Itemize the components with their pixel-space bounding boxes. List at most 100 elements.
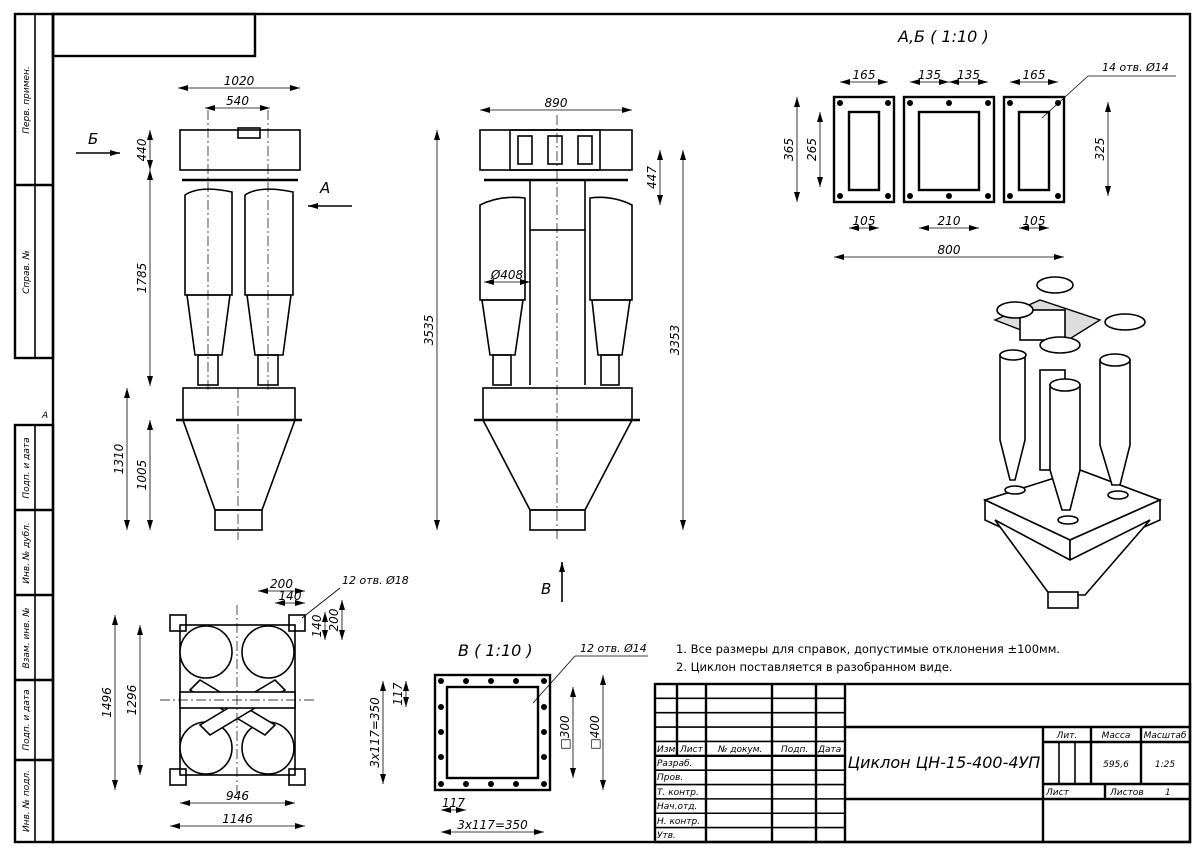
dimension-label: 117 — [442, 796, 465, 810]
bolt-hole — [985, 193, 991, 199]
margin-label: Инв. № дубл. — [22, 522, 32, 584]
dimension-label: 325 — [1093, 138, 1107, 161]
tb-sheet-label: Лист — [1045, 788, 1070, 798]
drawing-title: Циклон ЦН-15-400-4УП — [848, 753, 1041, 772]
tb-scale-label: Масштаб — [1144, 731, 1187, 741]
bolt-hole — [541, 781, 547, 787]
margin-label: Инв. № подл. — [22, 770, 32, 832]
bolt-hole — [513, 781, 519, 787]
tb-header-izm: Изм — [657, 745, 676, 755]
dimension-label: 1785 — [135, 263, 149, 294]
dimension-label: 265 — [805, 138, 819, 161]
tb-header-sign: Подп. — [781, 745, 808, 755]
bolt-hole — [438, 704, 444, 710]
flange-view-v-holes-note: 12 отв. Ø14 — [580, 642, 647, 655]
dimension-label: 1146 — [222, 812, 253, 826]
dimension-label: 3x117=350 — [457, 818, 528, 832]
dimension-label: 3353 — [668, 325, 682, 356]
bolt-hole — [488, 781, 494, 787]
dimension-label: 140 — [279, 589, 302, 603]
dimension-label: 165 — [1023, 68, 1046, 82]
tb-header-date: Дата — [817, 745, 841, 755]
tb-lit-label: Лит. — [1056, 731, 1078, 741]
dimension-label: □400 — [588, 715, 602, 750]
isometric-view — [982, 276, 1163, 609]
bolt-hole — [541, 729, 547, 735]
margin-mark: А — [41, 411, 48, 421]
bolt-hole — [1055, 100, 1061, 106]
margin-label: Взам. инв. № — [22, 607, 32, 668]
plan-view: 12 отв. Ø18 — [160, 574, 409, 795]
bolt-hole — [463, 781, 469, 787]
dimension-label: 890 — [545, 96, 568, 110]
sheet-frame — [13, 12, 1192, 844]
dimension-label: 365 — [782, 138, 796, 161]
dimension-label: Ø408 — [490, 268, 524, 282]
dimension-label: 1496 — [100, 687, 114, 718]
dimension-label: 135 — [957, 68, 980, 82]
tb-role: Нач.отд. — [657, 802, 697, 812]
tb-role: Пров. — [657, 773, 683, 783]
tb-role: Утв. — [657, 831, 676, 841]
bolt-hole — [463, 678, 469, 684]
bolt-hole — [1007, 193, 1013, 199]
bolt-hole — [438, 678, 444, 684]
dimension-label: 3x117=350 — [368, 697, 382, 768]
tb-sheets-value: 1 — [1165, 788, 1171, 798]
tb-header-list: Лист — [679, 745, 704, 755]
margin-label: Подп. и дата — [22, 689, 32, 750]
tb-sheets-label: Листов — [1109, 788, 1144, 798]
bolt-hole — [1055, 193, 1061, 199]
margin-label: Перв. примен. — [22, 66, 32, 134]
dimension-label: □300 — [558, 715, 572, 750]
flange-view-ab-title: А,Б ( 1:10 ) — [897, 27, 989, 46]
tb-mass-label: Масса — [1102, 731, 1131, 741]
bolt-hole — [513, 678, 519, 684]
bolt-hole — [946, 100, 952, 106]
margin-labels: Перв. примен. Справ. № Подп. и дата Инв.… — [22, 66, 48, 832]
bolt-hole — [541, 678, 547, 684]
bolt-hole — [1007, 100, 1013, 106]
bolt-hole — [837, 100, 843, 106]
dimension-label: 105 — [1023, 214, 1046, 228]
notes: 1. Все размеры для справок, допустимые о… — [676, 642, 1060, 674]
view-arrow-label-b: Б — [88, 130, 98, 148]
dimension-label: 800 — [938, 243, 961, 257]
dimension-label: 1005 — [135, 460, 149, 491]
view-arrow-label-v: В — [541, 580, 551, 598]
dimension-label: 200 — [327, 608, 341, 631]
dimension-label: 135 — [918, 68, 941, 82]
tb-role: Т. контр. — [657, 788, 699, 798]
bolt-hole — [985, 100, 991, 106]
bolt-hole — [885, 100, 891, 106]
dimension-label: 447 — [645, 166, 659, 189]
dimension-label: 1020 — [224, 74, 255, 88]
dimension-label: 540 — [226, 94, 249, 108]
view-arrow-label-a: А — [319, 179, 330, 197]
dimension-label: 1296 — [125, 684, 139, 715]
bolt-hole — [541, 754, 547, 760]
note-1: 1. Все размеры для справок, допустимые о… — [676, 642, 1060, 656]
bolt-hole — [488, 678, 494, 684]
tb-role: Разраб. — [657, 759, 692, 769]
dimension-label: 105 — [853, 214, 876, 228]
bolt-hole — [438, 729, 444, 735]
dimension-label: 946 — [226, 789, 249, 803]
bolt-hole — [541, 704, 547, 710]
bolt-hole — [438, 781, 444, 787]
tb-mass-value: 595,6 — [1103, 760, 1129, 770]
front-view: Б А — [76, 110, 352, 540]
flange-view-ab-holes-note: 14 отв. Ø14 — [1102, 61, 1169, 74]
tb-scale-value: 1:25 — [1155, 760, 1175, 770]
bolt-hole — [907, 193, 913, 199]
margin-label: Подп. и дата — [22, 437, 32, 498]
plan-holes-note: 12 отв. Ø18 — [342, 574, 409, 587]
flange-view-v-title: В ( 1:10 ) — [458, 641, 533, 660]
dimension-label: 3535 — [422, 315, 436, 346]
bolt-hole — [907, 100, 913, 106]
bolt-hole — [438, 754, 444, 760]
title-block: Изм Лист № докум. Подп. Дата Разраб. Про… — [653, 682, 1192, 844]
dimension-label: 440 — [135, 138, 149, 161]
